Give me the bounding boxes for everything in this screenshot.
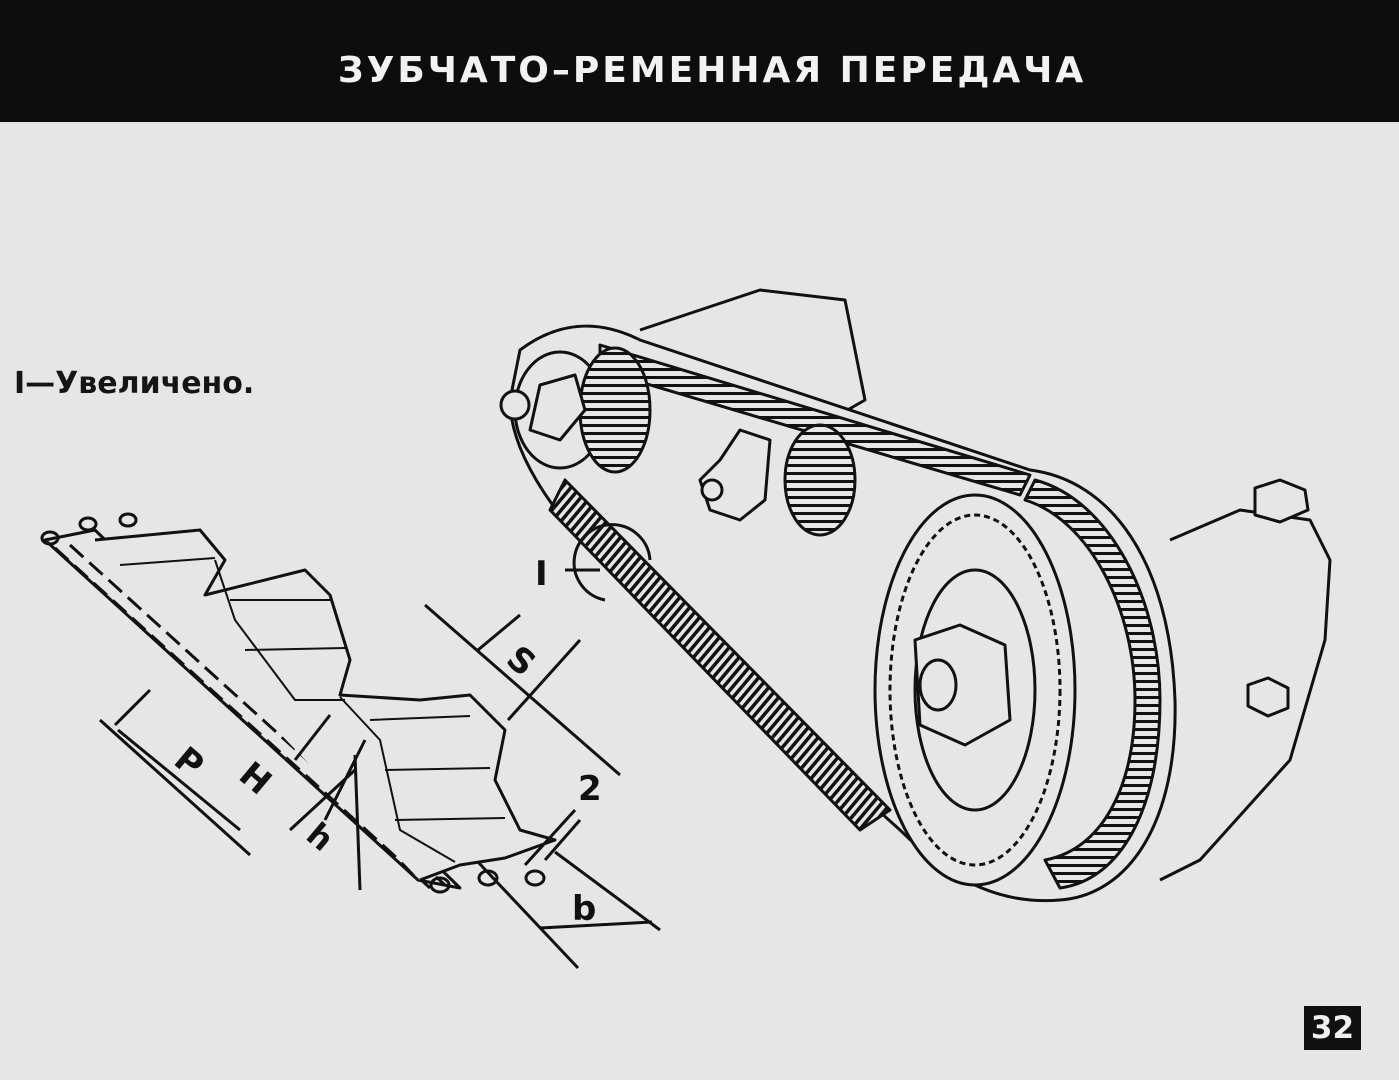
detail-marker: I (535, 554, 548, 594)
label-cord: 2 (578, 769, 602, 809)
label-height: h (299, 815, 341, 859)
detail-caption: I—Увеличено. (14, 366, 255, 401)
label-height-total: H (231, 754, 279, 803)
label-tooth-width: S (499, 638, 543, 684)
page-number-badge: 32 (1304, 1006, 1361, 1050)
header-band: ЗУБЧАТО–РЕМЕННАЯ ПЕРЕДАЧА (0, 0, 1399, 122)
label-belt-width: b (572, 889, 596, 929)
belt-detail (40, 512, 661, 970)
label-pitch: P (166, 739, 211, 786)
cord-ends-top (40, 512, 138, 546)
belt-drive-assembly (499, 288, 1332, 903)
slide-title: ЗУБЧАТО–РЕМЕННАЯ ПЕРЕДАЧА (338, 50, 1087, 91)
